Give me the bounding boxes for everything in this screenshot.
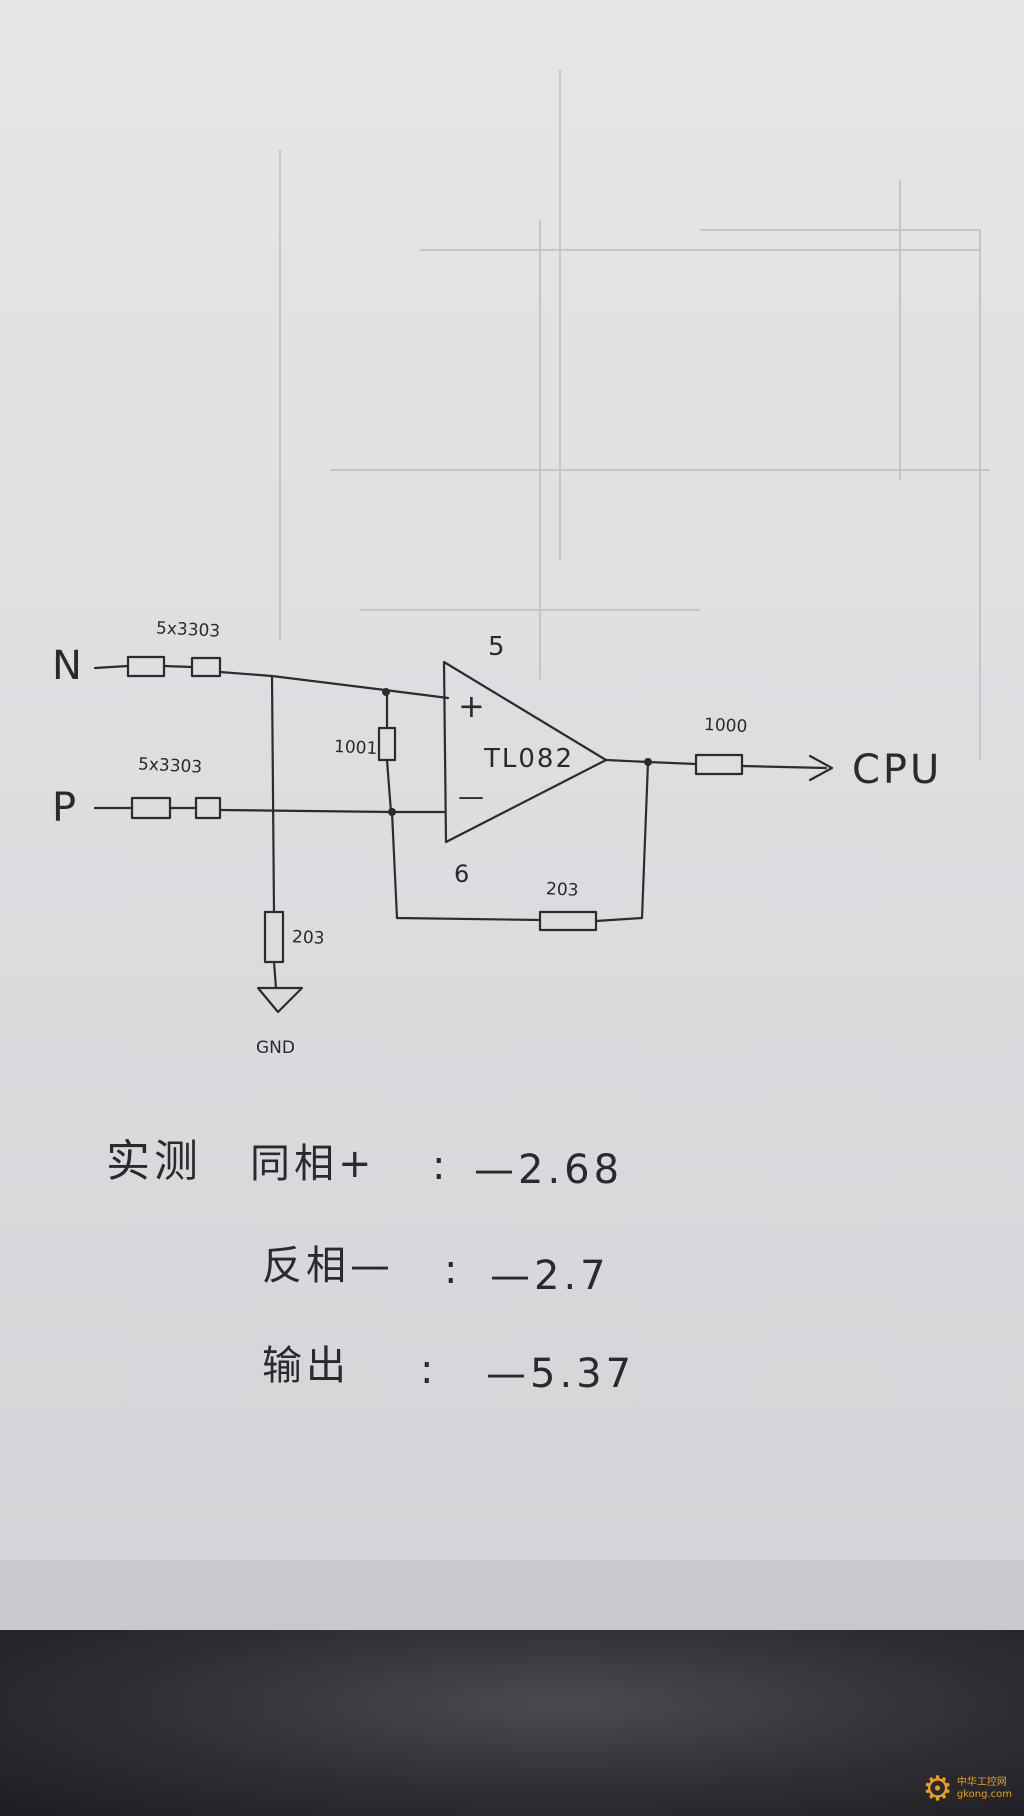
resistor-n-2 (190, 656, 222, 678)
measurement-row-1-label: 同相+ (250, 1141, 376, 1187)
label-r-feedback: 203 (545, 879, 579, 901)
measurement-row-2-sep: : (444, 1247, 462, 1293)
measurement-row-1-sep: : (432, 1143, 450, 1189)
label-r-in-n: 5x3303 (155, 618, 221, 642)
circuit-diagram (0, 0, 1024, 1640)
label-plus: + (458, 687, 485, 725)
label-input-n: N (52, 643, 82, 689)
resistor-n-1 (126, 655, 166, 678)
wire-feedback-bottom (390, 810, 542, 922)
label-pin-top: 5 (488, 632, 505, 662)
measurement-row-2-label: 反相— (262, 1243, 394, 1289)
watermark-text: 中华工控网 (956, 1777, 1007, 1788)
resistor-p-2 (194, 796, 222, 820)
label-gnd: GND (256, 1038, 295, 1058)
junction-plus (382, 688, 390, 696)
measurement-heading: 实测 (106, 1136, 202, 1187)
arrow-head (808, 754, 834, 782)
label-r-in-p: 5x3303 (137, 754, 203, 778)
wire-n-between (162, 664, 194, 669)
watermark-url: gkong.com (956, 1789, 1012, 1800)
wire-p-to-minus (218, 808, 446, 814)
label-minus: — (458, 782, 484, 812)
gear-logo-icon: ⚙ (922, 1769, 953, 1809)
measurement-row-3-sep: : (420, 1347, 438, 1393)
measurement-row-3-label: 输出 (262, 1343, 350, 1389)
wire-feedback-right (640, 760, 650, 920)
wire-gnd-lead (272, 960, 278, 990)
resistor-feedback (538, 910, 598, 932)
measurement-row-2-value: —2.7 (490, 1253, 610, 1299)
measurement-row-1-value: —2.68 (474, 1147, 624, 1193)
wire-to-cpu (740, 764, 828, 770)
label-input-p: P (52, 785, 77, 831)
measurement-row-3-value: —5.37 (486, 1351, 636, 1397)
label-pin-bottom: 6 (454, 860, 470, 888)
watermark: ⚙ 中华工控网 gkong.com (922, 1772, 1012, 1806)
label-r-gnd: 203 (291, 927, 325, 949)
label-r-mid: 1001 (333, 736, 378, 760)
label-r-out: 1000 (703, 714, 748, 738)
resistor-out (694, 753, 744, 776)
ground-symbol (256, 986, 304, 1014)
opamp-triangle (442, 660, 608, 844)
resistor-mid (377, 726, 397, 762)
wire-gnd-drop (270, 674, 276, 914)
wire-feedback-end (594, 916, 644, 923)
label-output-cpu: CPU (852, 747, 943, 793)
wire-n-to-plus (218, 670, 450, 700)
background-floor (0, 1630, 1024, 1816)
paper-sheet (0, 0, 1024, 1640)
resistor-gnd (263, 910, 285, 964)
resistor-p-1 (130, 796, 172, 820)
label-opamp: TL082 (484, 744, 574, 774)
wire-mid-bottom (385, 758, 393, 814)
wire-n-input (93, 664, 130, 670)
bleed-through-lines (279, 70, 990, 760)
